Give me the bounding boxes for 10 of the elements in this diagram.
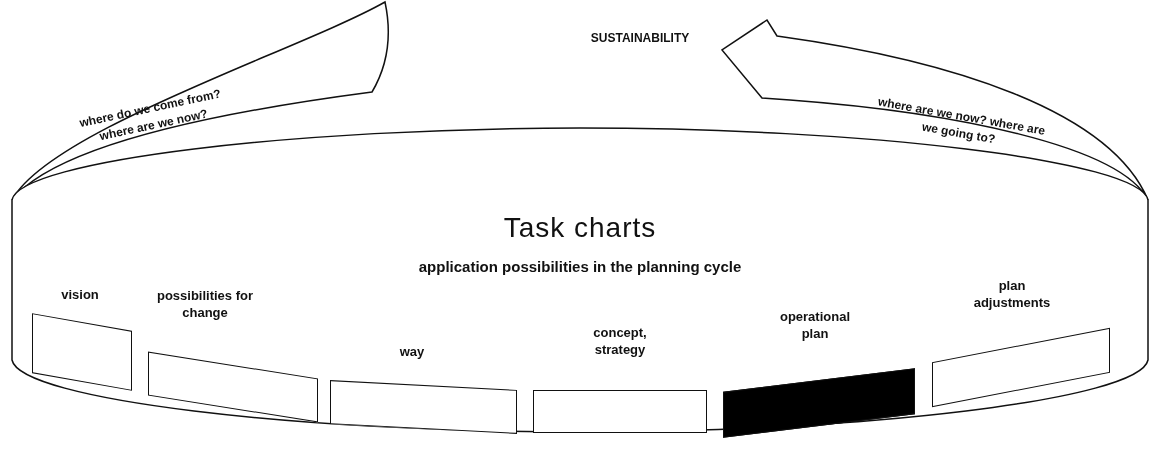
task-label: operational plan [778, 309, 852, 343]
task-label: way [398, 344, 426, 361]
task-label: possibilities for change [155, 288, 255, 322]
task-label: concept, strategy [592, 325, 648, 359]
heading-label: SUSTAINABILITY [589, 30, 691, 47]
band-heading: Task charts [502, 212, 658, 244]
task-label: vision [60, 287, 100, 304]
ribbon-note: where are we now? where are we going to? [876, 93, 1047, 149]
subtitle: application possibilities in the planning cycle [417, 258, 743, 275]
task-label: plan adjustments [972, 278, 1052, 312]
